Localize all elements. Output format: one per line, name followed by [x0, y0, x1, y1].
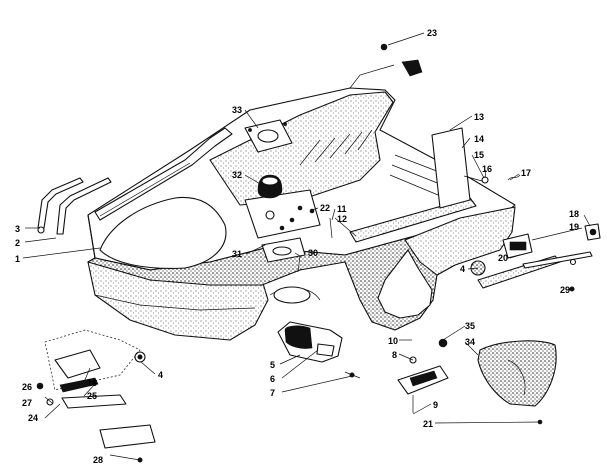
callout-20: 20 — [498, 253, 508, 263]
callout-26: 26 — [22, 382, 32, 392]
callouts: 1 2 3 4 4 5 6 7 8 9 10 11 12 13 14 15 16… — [15, 28, 579, 465]
callout-24: 24 — [28, 413, 38, 423]
callout-1: 1 — [15, 254, 20, 264]
callout-7: 7 — [270, 388, 275, 398]
callout-16a: 16 — [482, 164, 492, 174]
bracket-parts — [36, 329, 156, 463]
callout-13: 13 — [474, 112, 484, 122]
callout-29: 29 — [560, 285, 570, 295]
callout-32: 32 — [232, 170, 242, 180]
callout-34: 34 — [465, 337, 475, 347]
callout-25: 25 — [87, 391, 97, 401]
hardware — [297, 43, 575, 292]
callout-5: 5 — [270, 360, 275, 370]
callout-15: 15 — [474, 150, 484, 160]
callout-2: 2 — [15, 238, 20, 248]
leader-lines — [22, 32, 591, 461]
callout-6: 6 — [270, 374, 275, 384]
callout-17: 17 — [521, 168, 531, 178]
callout-18: 18 — [569, 209, 579, 219]
callout-19: 19 — [569, 222, 579, 232]
callout-4a: 4 — [158, 370, 163, 380]
callout-8: 8 — [392, 350, 397, 360]
callout-23: 23 — [427, 28, 437, 38]
callout-11: 11 — [337, 204, 347, 214]
callout-12: 12 — [337, 214, 347, 224]
callout-28: 28 — [93, 455, 103, 465]
callout-33: 33 — [232, 105, 242, 115]
callout-9: 9 — [433, 400, 438, 410]
side-rails — [37, 127, 233, 235]
callout-31: 31 — [232, 249, 242, 259]
callout-27: 27 — [22, 398, 32, 408]
console-parts — [244, 119, 306, 263]
callout-21: 21 — [423, 419, 433, 429]
callout-30: 30 — [308, 248, 318, 258]
callout-16b: 16 — [87, 378, 97, 388]
callout-10: 10 — [388, 336, 398, 346]
callout-14: 14 — [474, 134, 484, 144]
callout-4b: 4 — [460, 264, 465, 274]
front-parts — [134, 321, 557, 425]
callout-3: 3 — [15, 224, 20, 234]
callout-22: 22 — [320, 203, 330, 213]
right-side-parts — [349, 127, 601, 289]
callout-35: 35 — [465, 321, 475, 331]
